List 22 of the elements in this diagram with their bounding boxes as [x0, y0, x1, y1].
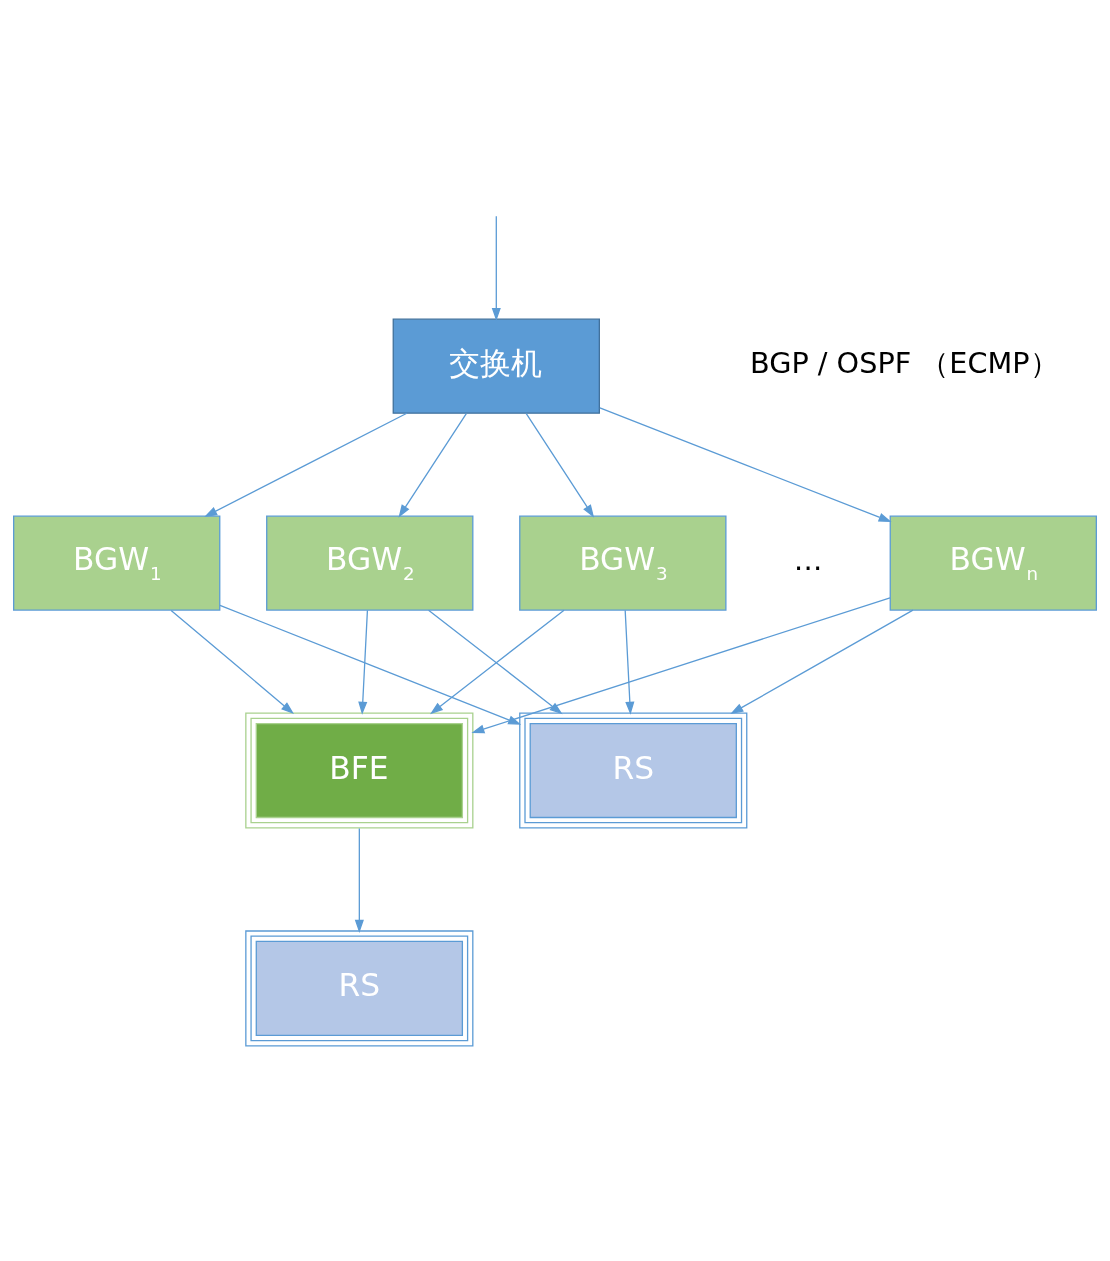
arrow	[358, 609, 369, 715]
arrow	[624, 609, 635, 715]
node-box: RS	[519, 712, 748, 829]
arrow	[219, 604, 522, 725]
arrow	[398, 412, 467, 518]
node-box: BGW$_{n}$	[889, 515, 1097, 611]
node-box: RS	[245, 930, 474, 1047]
label: BGP / OSPF （ECMP）	[750, 346, 1059, 381]
arrow	[204, 412, 408, 518]
node-box: BGW$_{3}$	[519, 515, 727, 611]
arrow	[525, 412, 595, 518]
arrow	[471, 597, 891, 734]
label: …	[793, 543, 823, 578]
arrow	[599, 407, 892, 523]
node-box: 交换机	[392, 318, 600, 414]
node-box: BGW$_{1}$	[13, 515, 221, 611]
arrow	[354, 827, 364, 933]
arrow	[491, 215, 501, 321]
arrow	[730, 609, 914, 715]
node-box: BGW$_{2}$	[266, 515, 474, 611]
arrow	[170, 609, 295, 715]
node-box: BFE	[245, 712, 474, 829]
